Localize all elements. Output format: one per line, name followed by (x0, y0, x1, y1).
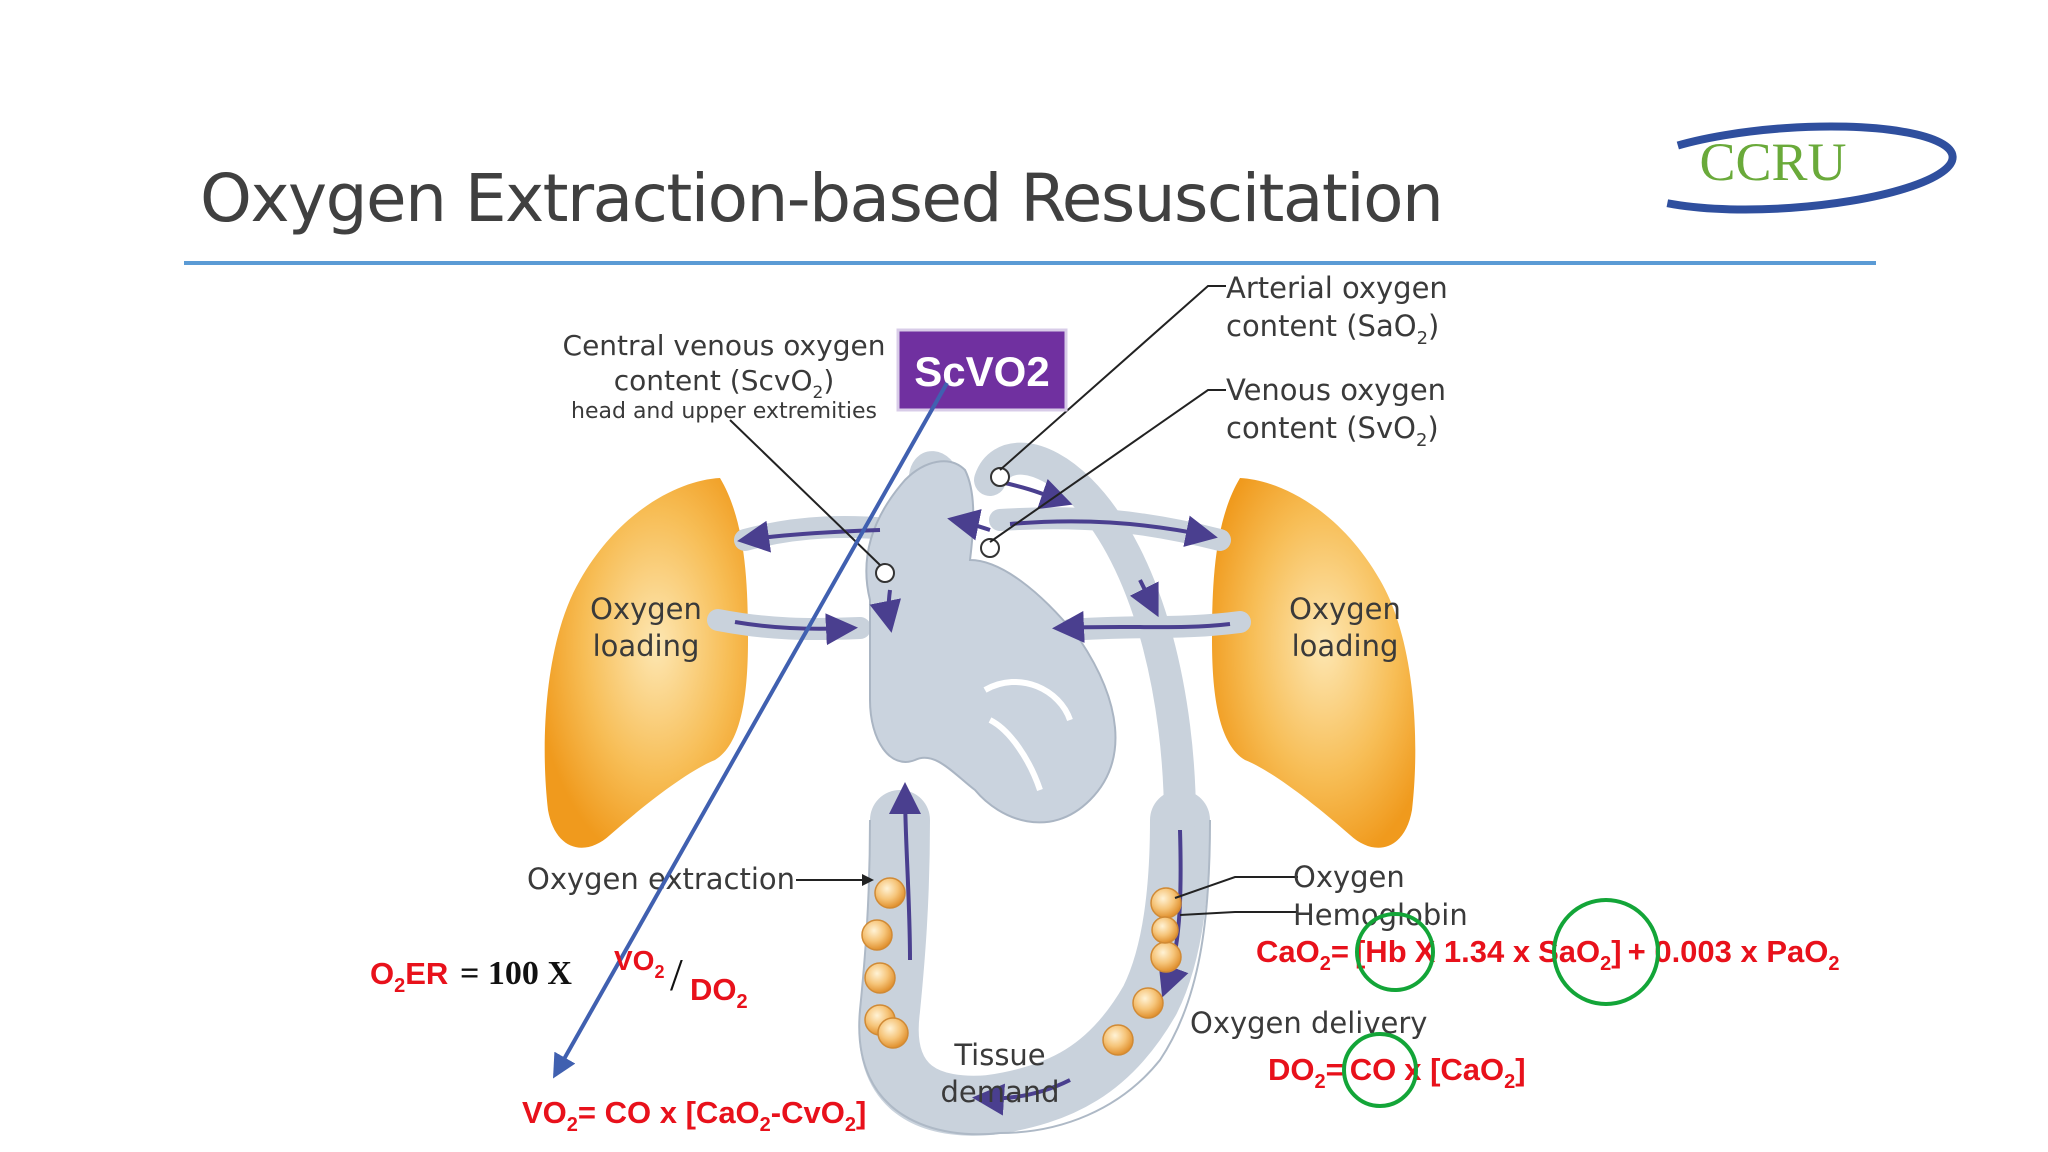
svg-text:head and upper extremities: head and upper extremities (571, 399, 877, 424)
svg-text:DO2=COx [CaO2]: DO2=COx [CaO2] (1268, 1052, 1526, 1093)
svg-text:loading: loading (1292, 629, 1399, 663)
arterial-label-1: Arterial oxygen (1226, 271, 1448, 305)
svg-text:ScVO2: ScVO2 (914, 348, 1049, 395)
central-label-3: head and upper extremities (571, 399, 877, 424)
heart-detail (983, 678, 1073, 791)
title-underline (184, 261, 1876, 265)
right-lung (1212, 478, 1416, 848)
leader-lines (729, 285, 1298, 916)
svg-text:content (SaO2): content (SaO2) (1226, 309, 1439, 349)
svg-text:Oxygen: Oxygen (1289, 592, 1401, 626)
svg-text:content (SvO2): content (SvO2) (1226, 411, 1439, 451)
o2er-formula: O2ER = 100 X VO2 / DO2 (370, 945, 748, 1013)
tissue-label-1: Tissue (953, 1038, 1045, 1072)
left-lung (544, 478, 748, 848)
loading-right-2: loading (1292, 629, 1399, 663)
ccru-logo: CCRU (1618, 121, 1958, 215)
scvo2-arrow (553, 382, 949, 1079)
svg-text:Oxygen: Oxygen (590, 592, 702, 626)
vessel-outlines (858, 819, 1211, 1136)
svg-text:VO2= CO x [CaO2-CvO2]: VO2= CO x [CaO2-CvO2] (522, 1095, 866, 1136)
heart (865, 460, 1117, 824)
slide-title: Oxygen Extraction-based Resuscitation (200, 160, 1444, 237)
svg-text:Tissue: Tissue (953, 1038, 1045, 1072)
svg-text:loading: loading (593, 629, 700, 663)
svg-text:DO2: DO2 (690, 972, 748, 1013)
flow-arrows (734, 478, 1231, 1116)
central-label-1: Central venous oxygen (563, 329, 886, 362)
oxygen-label: Oxygen (1293, 860, 1405, 894)
logo-text: CCRU (1699, 132, 1846, 192)
vo2-formula: VO2= CO x [CaO2-CvO2] (522, 1095, 866, 1136)
hb-highlight-circle (1355, 912, 1435, 992)
loading-left-1: Oxygen (590, 592, 702, 626)
tissue-label-2: demand (940, 1075, 1059, 1109)
svg-text:Oxygen: Oxygen (1293, 860, 1405, 894)
svg-text:= 100 X: = 100 X (460, 955, 572, 992)
svg-text:VO2: VO2 (614, 945, 664, 982)
co-highlight-circle (1342, 1032, 1418, 1108)
svg-text:/: / (670, 949, 683, 1000)
venous-label-1: Venous oxygen (1226, 373, 1446, 407)
diagram-labels: Arterial oxygen content (SaO2) Venous ox… (527, 271, 1468, 1109)
sao2-highlight-circle (1552, 898, 1660, 1006)
svg-text:content (ScvO2): content (ScvO2) (614, 364, 835, 403)
svg-text:Venous oxygen: Venous oxygen (1226, 373, 1446, 407)
svg-text:O2ER: O2ER (370, 956, 448, 997)
loading-right-1: Oxygen (1289, 592, 1401, 626)
sampling-points (875, 467, 1010, 583)
svg-text:Central venous oxygen: Central venous oxygen (563, 329, 886, 362)
red-blood-cells (861, 877, 1182, 1056)
scvo2-badge: ScVO2 (896, 328, 1068, 412)
svg-text:Arterial oxygen: Arterial oxygen (1226, 271, 1448, 305)
svg-text:demand: demand (940, 1075, 1059, 1109)
loading-left-2: loading (593, 629, 700, 663)
